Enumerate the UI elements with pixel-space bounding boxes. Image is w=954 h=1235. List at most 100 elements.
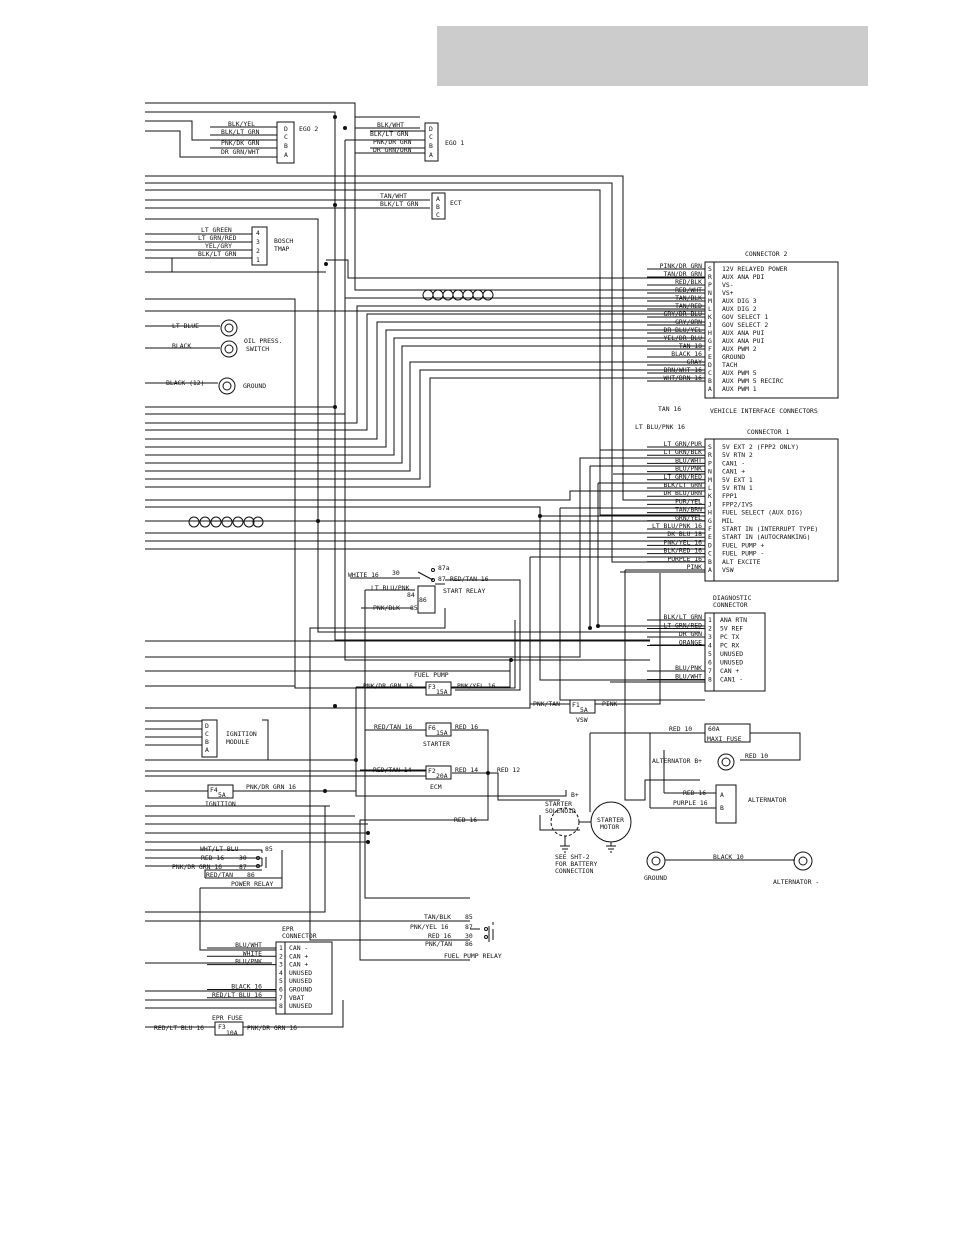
connector1-wire-label-6: DR BLU/ORN <box>664 489 703 497</box>
label-text: LT BLUE <box>172 322 199 330</box>
label-text: ALTERNATOR B+ <box>652 757 702 765</box>
connector2-pin-11: E <box>708 353 712 361</box>
label-text: RED 16 <box>683 789 706 797</box>
epr-fuse: EPR FUSE F3 10A RED/LT BLU 16 PNK/DR GRN… <box>154 1014 297 1037</box>
label-text: PNK/YEL 16 <box>410 923 449 931</box>
connector2-wire-label-2: RED/BLK <box>675 278 702 286</box>
connector1-function-6: FPP1 <box>722 492 738 500</box>
diagnostic-pin-5: 6 <box>708 659 712 667</box>
label-text: 87 <box>438 575 446 583</box>
label-text: A <box>720 791 724 799</box>
connector2-function-9: AUX ANA PUI <box>722 337 764 345</box>
label-text: RED 12 <box>497 766 520 774</box>
ego1-wire-4: DR GRN/ORN <box>373 146 412 154</box>
diagnostic-wire-label-3: ORANGE <box>679 639 702 647</box>
label-text: RED 14 <box>455 766 478 774</box>
tmap-title-2: TMAP <box>274 245 290 253</box>
label-text: A <box>436 195 440 203</box>
epr-pin-6: 7 <box>279 994 283 1002</box>
connector1-pin-7: J <box>708 500 712 508</box>
connector1-function-14: ALT EXCITE <box>722 558 761 566</box>
connector1-wire-label-4: LT GRN/RED <box>664 473 703 481</box>
label-text: 85 <box>410 604 418 612</box>
connector2-function-12: TACH <box>722 361 738 369</box>
label-text: PURPLE 16 <box>673 799 708 807</box>
connector1-pin-5: L <box>708 484 712 492</box>
label-text: PNK/DR GRN 16 <box>246 783 296 791</box>
connector1-pin-0: S <box>708 443 712 451</box>
diagnostic-pin-2: 3 <box>708 633 712 641</box>
label-text: 87a <box>438 564 450 572</box>
label-text: EPR FUSE <box>212 1014 243 1022</box>
power-relay: WHT/LT BLU 85 RED 16 30 PNK/DR GRN 16 87… <box>172 845 273 888</box>
connector2-pin-4: M <box>708 297 712 305</box>
power-relay-title: POWER RELAY <box>231 880 273 888</box>
connector1-pin-8: H <box>708 509 712 517</box>
connector1-pin-3: N <box>708 468 712 476</box>
ego1-title: EGO 1 <box>445 139 464 147</box>
label-text: OIL PRESS. <box>244 337 282 345</box>
connector2-wire-label-0: PINK/DR GRN <box>660 262 702 270</box>
label-text: RED 10 <box>669 725 692 733</box>
label-text: RED 16 <box>454 816 477 824</box>
diagnostic-function-5: UNUSED <box>720 659 743 667</box>
label-text: PNK/TAN <box>533 700 560 708</box>
connector1-wire-label-8: TAN/BRN <box>675 506 702 514</box>
vsw-fuse: F1 5A PNK/TAN PINK VSW <box>533 573 661 724</box>
ego1-pin-a: A <box>429 151 433 159</box>
connector2-wire-label-1: TAN/DR GRN <box>664 270 703 278</box>
connector2-function-3: VS+ <box>722 289 734 297</box>
ego2-wire-3: PNK/DK GRN <box>221 139 260 147</box>
ego1-wire-1: BLK/WHT <box>377 121 404 129</box>
label-text: 84 <box>407 591 415 599</box>
diagnostic-pin-1: 2 <box>708 625 712 633</box>
connector1-pin-9: G <box>708 517 712 525</box>
label-text: MODULE <box>226 738 249 746</box>
label-text: BLK/LT GRN <box>380 200 419 208</box>
label-text: RED 16 <box>428 932 451 940</box>
connector2-pin-8: H <box>708 329 712 337</box>
epr-wire-label-5: BLACK 16 <box>231 983 262 991</box>
label-text: 15A <box>436 688 448 696</box>
label-text: RED/TAN 16 <box>374 723 413 731</box>
label-text: VSW <box>576 716 588 724</box>
harness-wires <box>145 102 801 1028</box>
connector1-function-10: START IN (INTERRUPT TYPE) <box>722 525 818 533</box>
epr-function-7: UNUSED <box>289 1002 312 1010</box>
connector1-function-5: 5V RTN 1 <box>722 484 753 492</box>
diagnostic-function-7: CAN1 - <box>720 676 743 684</box>
connector1-function-7: FPP2/IVS <box>722 500 753 508</box>
ego2-wire-4: DR GRN/WHT <box>221 148 260 156</box>
connector2-wire-label-3: RED/WHT <box>675 286 702 294</box>
connector1-function-12: FUEL PUMP + <box>722 541 764 549</box>
ego2-pin-a: A <box>284 151 288 159</box>
diagnostic-wire-label-6: BLU/PNK <box>675 664 702 672</box>
label-text: CONNECTION <box>555 867 594 875</box>
ego1-wire-3: PNK/DR GRN <box>373 138 412 146</box>
connector1-wire-label-13: BLK/RED 16 <box>664 547 703 555</box>
label-text: F2 <box>428 767 436 775</box>
label-text: F1 <box>572 701 580 709</box>
connector2-wire-label-11: BLACK 16 <box>671 350 702 358</box>
starter-solenoid-motor: B+ STARTER SOLENOID STARTER MOTOR RED 16… <box>454 791 632 875</box>
label-text: 86 <box>465 940 473 948</box>
label-text: 3 <box>256 238 260 246</box>
ecm-fuse: F2 20A RED/TAN 14 RED 14 RED 12 ECM <box>373 765 520 791</box>
connector1-pin-12: D <box>708 541 712 549</box>
label-text: 1 <box>256 256 260 264</box>
connector2-wire-label-8: DR BLU/YEL <box>664 326 703 334</box>
ego1-pin-c: C <box>429 133 433 141</box>
connector1-function-4: 5V EXT 1 <box>722 476 753 484</box>
connector2-pin-1: R <box>708 273 712 281</box>
diagnostic-function-3: PC RX <box>720 642 739 650</box>
diagnostic-wire-label-7: BLU/WHT <box>675 673 702 681</box>
oil-pressure-switch: LT BLUE BLACK OIL PRESS. SWITCH <box>172 319 282 358</box>
connector2-wire-label-5: TAN/RED <box>675 302 702 310</box>
ignition-module: D C B A IGNITION MODULE <box>201 719 257 758</box>
label-text: WHT/LT BLU <box>200 845 239 853</box>
tmap-title-1: BOSCH <box>274 237 293 245</box>
label-text: PNK/YEL 16 <box>457 682 496 690</box>
label-text: STARTER <box>423 740 450 748</box>
connector1-function-11: START IN (AUTOCRANKING) <box>722 533 811 541</box>
connector2-function-14: AUX PWM 5 RECIRC <box>722 377 784 385</box>
